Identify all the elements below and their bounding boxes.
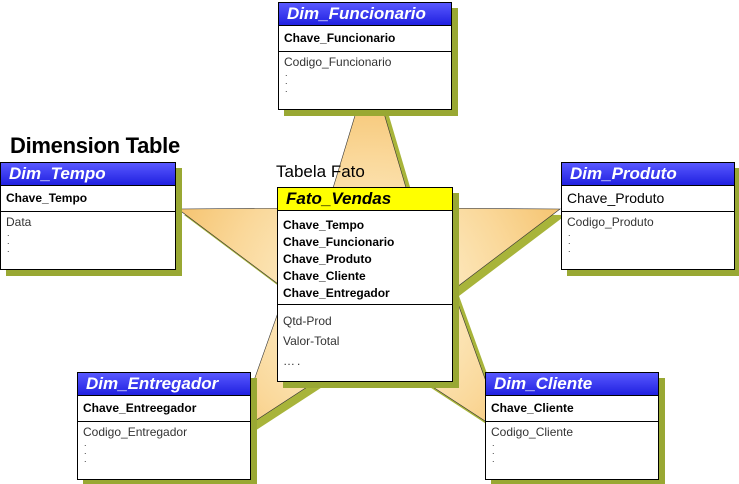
fato-vendas-table[interactable]: Fato_Vendas Chave_Tempo Chave_Funcionari… bbox=[277, 187, 453, 382]
dim-funcionario-ellipsis: ... bbox=[285, 68, 288, 94]
dim-entregador-table[interactable]: Dim_Entregador Chave_Entreegador Codigo_… bbox=[77, 372, 251, 480]
fato-key-tempo: Chave_Tempo bbox=[283, 218, 365, 232]
dim-funcionario-attribute-text: Codigo_Funcionario bbox=[284, 55, 392, 69]
dim-funcionario-table[interactable]: Dim_Funcionario Chave_Funcionario Codigo… bbox=[278, 2, 452, 110]
dim-cliente-key: Chave_Cliente bbox=[486, 396, 658, 422]
dim-tempo-ellipsis: ... bbox=[7, 228, 10, 254]
dim-tempo-table[interactable]: Dim_Tempo Chave_Tempo Data ... bbox=[0, 162, 176, 270]
dim-produto-key: Chave_Produto bbox=[562, 186, 734, 212]
fato-measure-ellipsis: …. bbox=[283, 354, 303, 368]
tabela-fato-label: Tabela Fato bbox=[276, 162, 365, 181]
dim-entregador-attribute: Codigo_Entregador ... bbox=[78, 422, 250, 466]
dim-produto-attribute: Codigo_Produto ... bbox=[562, 212, 734, 256]
dim-cliente-attribute: Codigo_Cliente ... bbox=[486, 422, 658, 466]
dim-entregador-ellipsis: ... bbox=[84, 438, 87, 464]
dim-produto-title: Dim_Produto bbox=[562, 163, 734, 186]
fato-measure-valor-total: Valor-Total bbox=[283, 334, 340, 348]
dim-funcionario-title: Dim_Funcionario bbox=[279, 3, 451, 26]
dim-cliente-attribute-text: Codigo_Cliente bbox=[491, 425, 574, 439]
dim-entregador-title: Dim_Entregador bbox=[78, 373, 250, 396]
fato-vendas-measures: Qtd-Prod Valor-Total …. bbox=[278, 305, 452, 374]
fato-key-entregador: Chave_Entregador bbox=[283, 286, 390, 300]
dim-entregador-key: Chave_Entreegador bbox=[78, 396, 250, 422]
fato-key-cliente: Chave_Cliente bbox=[283, 269, 366, 283]
dim-funcionario-attribute: Codigo_Funcionario ... bbox=[279, 52, 451, 96]
dim-funcionario-key: Chave_Funcionario bbox=[279, 26, 451, 52]
fato-vendas-title: Fato_Vendas bbox=[278, 188, 452, 211]
dim-produto-table[interactable]: Dim_Produto Chave_Produto Codigo_Produto… bbox=[561, 162, 735, 270]
fato-key-funcionario: Chave_Funcionario bbox=[283, 235, 395, 249]
dim-tempo-title: Dim_Tempo bbox=[1, 163, 175, 186]
dim-entregador-attribute-text: Codigo_Entregador bbox=[83, 425, 188, 439]
dim-produto-attribute-text: Codigo_Produto bbox=[567, 215, 654, 229]
dim-cliente-ellipsis: ... bbox=[492, 438, 495, 464]
dim-tempo-key: Chave_Tempo bbox=[1, 186, 175, 212]
fato-key-produto: Chave_Produto bbox=[283, 252, 372, 266]
fato-measure-qtd-prod: Qtd-Prod bbox=[283, 314, 332, 328]
dim-produto-ellipsis: ... bbox=[568, 228, 571, 254]
dim-tempo-attribute: Data ... bbox=[1, 212, 175, 256]
dim-tempo-attribute-text: Data bbox=[6, 215, 32, 229]
fato-vendas-keys: Chave_Tempo Chave_Funcionario Chave_Prod… bbox=[278, 211, 452, 305]
dim-cliente-table[interactable]: Dim_Cliente Chave_Cliente Codigo_Cliente… bbox=[485, 372, 659, 480]
dim-cliente-title: Dim_Cliente bbox=[486, 373, 658, 396]
dimension-table-label: Dimension Table bbox=[10, 133, 180, 158]
